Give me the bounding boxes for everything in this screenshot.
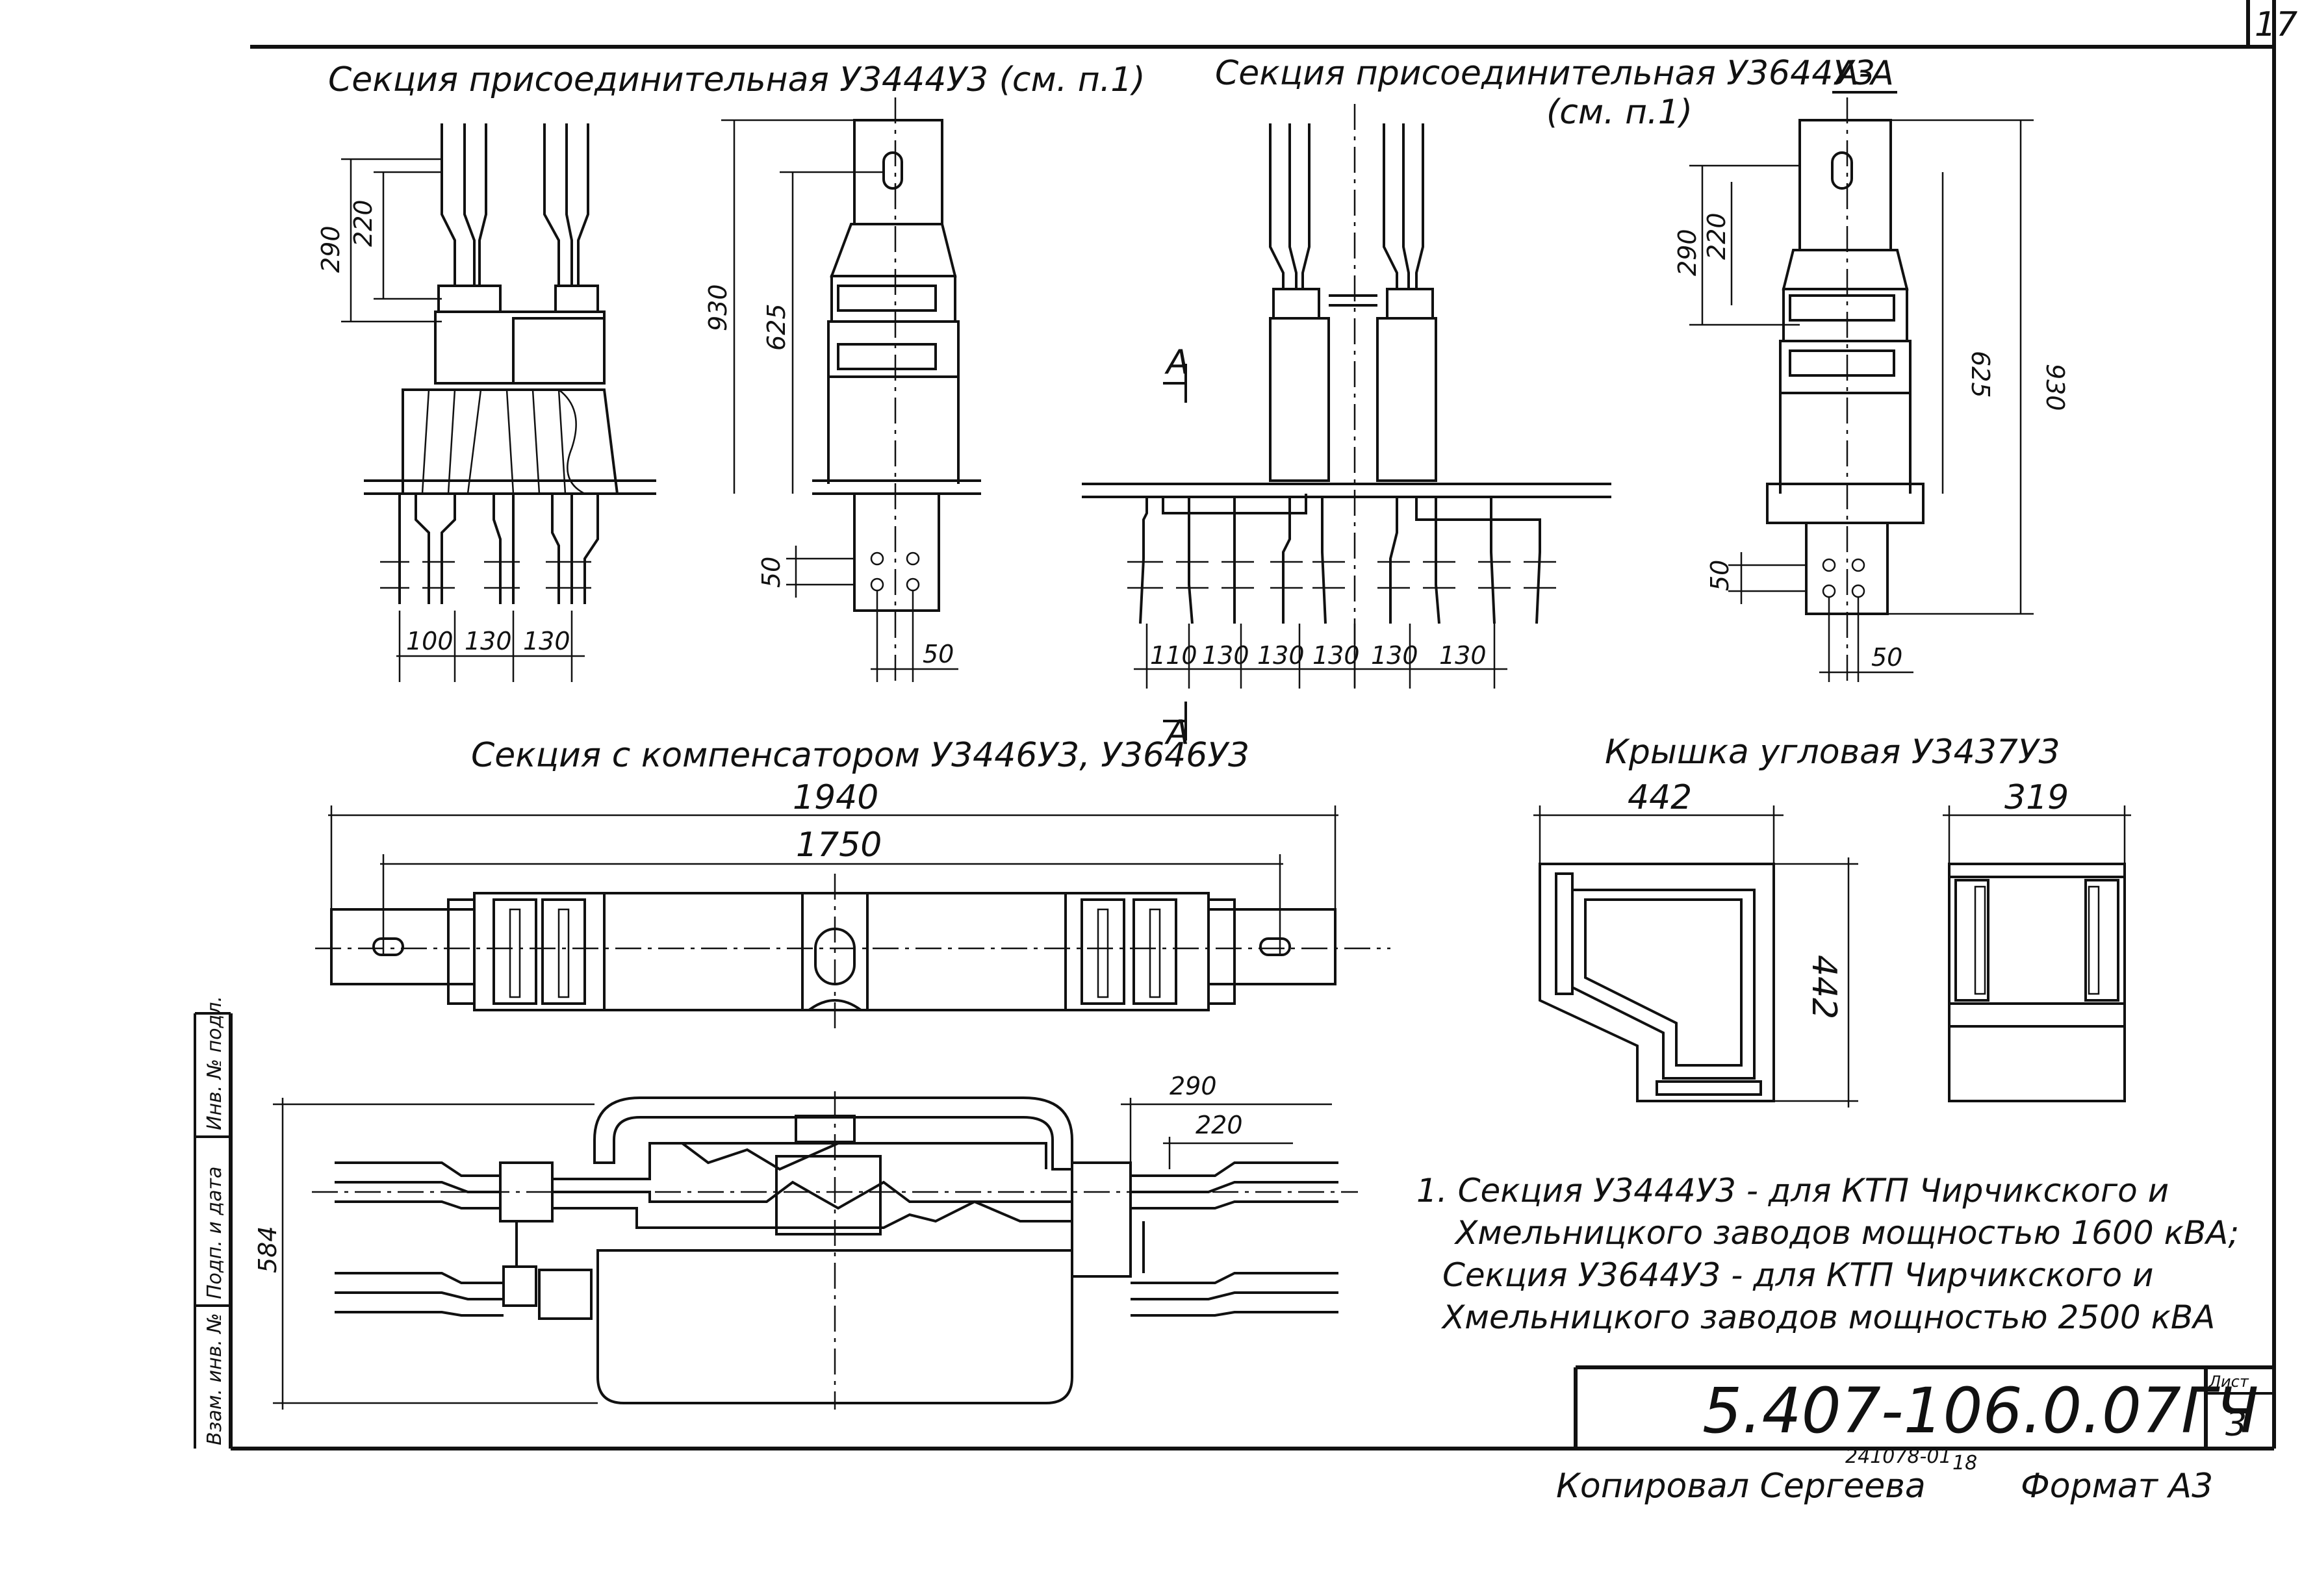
aa-dim-290: 290 [1673,229,1702,276]
view-conn4-side: 930 625 50 50 [704,97,981,682]
comp-dim-1940: 1940 [793,778,878,817]
conn6-dim-130d: 130 [1371,641,1418,670]
conn6-cut-top: А [1164,343,1190,382]
conn6-ref: (см. п.1) [1546,93,1693,132]
note-line-3: Секция У3644У3 - для КТП Чирчикского и [1442,1256,2154,1294]
conn6-section-mark: А-А [1834,54,1894,93]
aa-dim-50h: 50 [1871,643,1902,672]
conn6-title: Секция присоединительная У3644У3 [1215,54,1875,93]
copy-code-suffix: 18 [1952,1452,1977,1475]
conn4-dim-130a: 130 [465,627,512,655]
conn4-dim-50h: 50 [923,640,954,668]
notes-block: 1. Секция У3444У3 - для КТП Чирчикского … [1416,1172,2239,1336]
conn4-dim-625: 625 [762,303,791,351]
conn4-dim-220: 220 [349,199,377,247]
conn6-dim-130b: 130 [1257,641,1305,670]
aa-dim-625: 625 [1966,351,1995,398]
cover-dim-442h: 442 [1628,778,1692,817]
corner-number: 17 [2255,5,2297,44]
conn6-cut-bottom: А [1164,713,1190,752]
conn4-dim-50v: 50 [757,557,786,588]
copy-code: 241078-01 [1845,1445,1952,1468]
copied-by: Копировал Сергеева [1556,1467,1926,1506]
sheet-number: 3 [2225,1405,2247,1444]
aa-dim-50v: 50 [1706,560,1734,591]
conn4-dim-100: 100 [406,627,454,655]
note-line-4: Хмельницкого заводов мощностью 2500 кВА [1440,1298,2215,1336]
note-line-2: Хмельницкого заводов мощностью 1600 кВА; [1453,1214,2239,1252]
view-compensator-front: 584 290 220 [253,1072,1358,1410]
aa-dim-930: 930 [2041,364,2069,411]
cover-dim-442v: 442 [1804,955,1843,1019]
conn6-dim-130e: 130 [1439,641,1487,670]
conn4-dim-930: 930 [704,284,732,331]
view-conn6-front: Секция присоединительная У3644У3 А-А (см… [1082,54,1897,752]
aa-dim-220: 220 [1702,212,1731,260]
conn4-title: Секция присоединительная У3444У3 (см. п.… [328,60,1145,99]
comp-title: Секция с компенсатором У3446У3, У3646У3 [471,736,1249,775]
title-block: 5.407-106.0.07ГЧ Лист 3 241078-01 18 Коп… [1556,1365,2274,1506]
view-conn4-front: Секция присоединительная У3444У3 (см. п.… [316,60,1145,682]
sheet-frame [194,0,2276,1450]
conn6-dim-130c: 130 [1312,641,1360,670]
comp-dim-290: 290 [1170,1072,1217,1100]
view-compensator-top: Секция с компенсатором У3446У3, У3646У3 … [315,736,1390,1033]
stamp-replace: Взам. инв. № [203,1313,226,1445]
conn6-dim-130a: 130 [1202,641,1249,670]
conn4-dim-290: 290 [316,225,345,273]
cover-title: Крышка угловая У3437У3 [1605,733,2060,772]
view-corner-cover: Крышка угловая У3437У3 442 442 319 [1533,733,2131,1108]
stamp-sign: Подп. и дата [203,1167,226,1299]
sheet-label: Лист [2208,1373,2249,1391]
sheet-format: Формат А3 [2021,1467,2213,1506]
stamp-inv: Инв. № подл. [203,996,226,1130]
conn6-dim-110: 110 [1150,641,1197,670]
cover-dim-319: 319 [2004,778,2069,817]
sheet-designation: 5.407-106.0.07ГЧ [1702,1374,2258,1447]
comp-dim-1750: 1750 [796,826,882,865]
stamp-column: Инв. № подл. Подп. и дата Взам. инв. № [203,996,226,1445]
view-section-aa: 290 220 625 930 50 50 [1673,97,2069,682]
comp-dim-584: 584 [253,1226,282,1273]
note-line-1: 1. Секция У3444У3 - для КТП Чирчикского … [1416,1172,2169,1210]
comp-dim-220: 220 [1196,1111,1243,1139]
conn4-dim-130b: 130 [523,627,570,655]
